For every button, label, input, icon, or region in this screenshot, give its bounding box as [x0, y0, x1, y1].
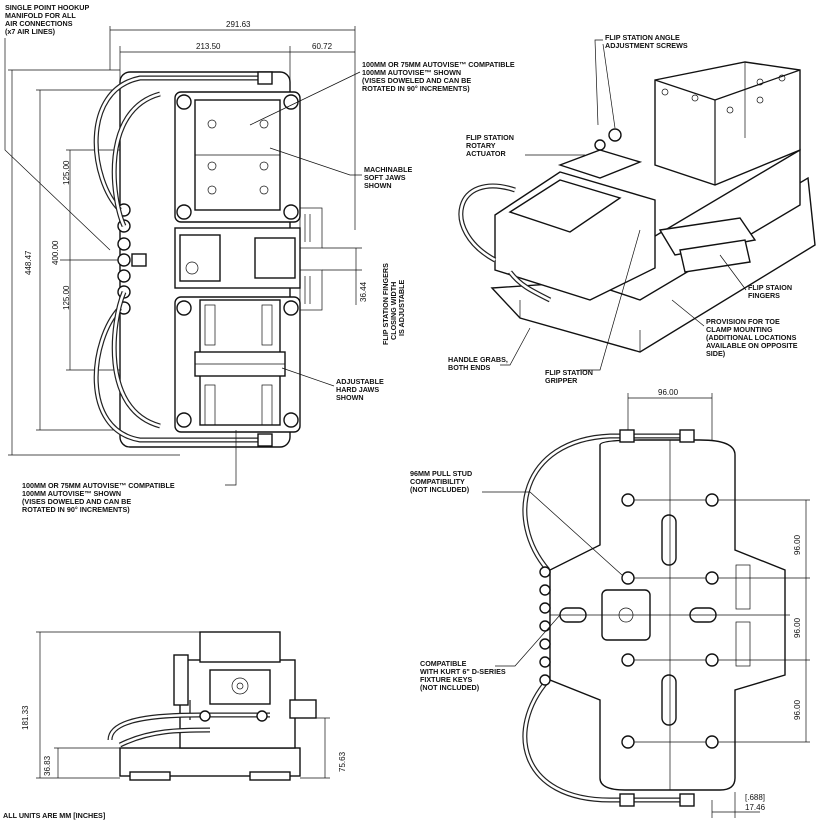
svg-text:AIR CONNECTIONS: AIR CONNECTIONS — [5, 19, 73, 28]
svg-text:SHOWN: SHOWN — [336, 393, 364, 402]
svg-text:PROVISION FOR TOE: PROVISION FOR TOE — [706, 317, 780, 326]
callout-vise-bottom: 100MM OR 75MM AUTOVISE™ COMPATIBLE 100MM… — [22, 430, 237, 514]
dim-plate-r1: 96.00 — [793, 534, 802, 555]
side-view: 181.33 36.83 75.63 — [21, 631, 347, 781]
callout-vise-top: 100MM OR 75MM AUTOVISE™ COMPATIBLE 100MM… — [249, 60, 515, 126]
svg-text:IS ADJUSTABLE: IS ADJUSTABLE — [397, 279, 406, 336]
callout-fingers-width: FLIP STATION FINGERS CLOSING WIDTH IS AD… — [381, 263, 406, 345]
svg-text:MACHINABLE: MACHINABLE — [364, 165, 413, 174]
svg-text:SIDE): SIDE) — [706, 349, 726, 358]
svg-text:100MM AUTOVISE™ SHOWN: 100MM AUTOVISE™ SHOWN — [362, 68, 461, 77]
dim-finger-gap: 36.44 — [359, 281, 368, 302]
svg-text:SHOWN: SHOWN — [364, 181, 392, 190]
svg-text:96MM PULL STUD: 96MM PULL STUD — [410, 469, 472, 478]
dim-offset-right: 60.72 — [312, 42, 333, 51]
svg-text:FINGERS: FINGERS — [748, 291, 780, 300]
callout-toe-clamp: PROVISION FOR TOE CLAMP MOUNTING (ADDITI… — [671, 299, 798, 358]
dim-plate-edge-mm: 17.46 — [745, 803, 766, 812]
svg-text:FIXTURE KEYS: FIXTURE KEYS — [420, 675, 473, 684]
svg-text:100MM AUTOVISE™ SHOWN: 100MM AUTOVISE™ SHOWN — [22, 489, 121, 498]
dim-plate-r3: 96.00 — [793, 699, 802, 720]
dim-overall-width: 291.63 — [226, 20, 251, 29]
callout-flip-fingers: FLIP STAION FINGERS — [719, 254, 792, 300]
isometric-view: FLIP STATION ANGLE ADJUSTMENT SCREWS FLI… — [448, 33, 816, 385]
svg-text:FLIP STATION ANGLE: FLIP STATION ANGLE — [605, 33, 680, 42]
plan-view: 291.63 213.50 60.72 448.47 400.00 125.00… — [4, 3, 515, 514]
svg-text:100MM OR 75MM AUTOVISE™ COMPAT: 100MM OR 75MM AUTOVISE™ COMPATIBLE — [362, 60, 515, 69]
callout-rotary-actuator: FLIP STATION ROTARY ACTUATOR — [466, 133, 585, 158]
dim-half-upper: 125.00 — [62, 160, 71, 185]
svg-text:AVAILABLE ON OPPOSITE: AVAILABLE ON OPPOSITE — [706, 341, 798, 350]
svg-text:MANIFOLD FOR ALL: MANIFOLD FOR ALL — [5, 11, 76, 20]
dim-plate-edge-in: [.688] — [745, 793, 765, 802]
svg-text:BOTH ENDS: BOTH ENDS — [448, 363, 491, 372]
svg-text:100MM OR 75MM AUTOVISE™ COMPAT: 100MM OR 75MM AUTOVISE™ COMPATIBLE — [22, 481, 175, 490]
svg-text:(x7 AIR LINES): (x7 AIR LINES) — [5, 27, 56, 36]
svg-text:COMPATIBILITY: COMPATIBILITY — [410, 477, 465, 486]
units-note: ALL UNITS ARE MM [INCHES] — [3, 811, 105, 820]
dim-overall-height: 448.47 — [24, 250, 33, 275]
svg-text:ROTATED IN 90° INCREMENTS): ROTATED IN 90° INCREMENTS) — [22, 505, 130, 514]
svg-text:ACTUATOR: ACTUATOR — [466, 149, 506, 158]
svg-text:HANDLE GRABS,: HANDLE GRABS, — [448, 355, 508, 364]
svg-text:HARD JAWS: HARD JAWS — [336, 385, 379, 394]
svg-text:COMPATIBLE: COMPATIBLE — [420, 659, 467, 668]
svg-text:SINGLE POINT HOOKUP: SINGLE POINT HOOKUP — [5, 3, 89, 12]
svg-text:FLIP STATION FINGERS: FLIP STATION FINGERS — [381, 263, 390, 345]
dim-side-base: 36.83 — [43, 755, 52, 776]
iso-fingers — [658, 217, 757, 256]
callout-pull-stud: 96MM PULL STUD COMPATIBILITY (NOT INCLUD… — [410, 469, 623, 576]
callout-hookup: SINGLE POINT HOOKUP MANIFOLD FOR ALL AIR… — [4, 3, 111, 251]
callout-angle-screws: FLIP STATION ANGLE ADJUSTMENT SCREWS — [594, 33, 688, 129]
dim-plate-top: 96.00 — [658, 388, 679, 397]
svg-text:ROTARY: ROTARY — [466, 141, 496, 150]
svg-text:CLAMP MOUNTING: CLAMP MOUNTING — [706, 325, 773, 334]
svg-text:SOFT JAWS: SOFT JAWS — [364, 173, 406, 182]
svg-text:FLIP STATION: FLIP STATION — [466, 133, 514, 142]
dim-half-lower: 125.00 — [62, 285, 71, 310]
svg-text:ROTATED IN 90° INCREMENTS): ROTATED IN 90° INCREMENTS) — [362, 84, 470, 93]
svg-text:WITH KURT 6" D-SERIES: WITH KURT 6" D-SERIES — [420, 667, 506, 676]
callout-fixture-keys: COMPATIBLE WITH KURT 6" D-SERIES FIXTURE… — [420, 614, 561, 692]
dim-vise-width: 213.50 — [196, 42, 221, 51]
svg-text:FLIP STATION: FLIP STATION — [545, 368, 593, 377]
svg-text:(VISES DOWELED AND CAN BE: (VISES DOWELED AND CAN BE — [362, 76, 471, 85]
dim-side-height: 181.33 — [21, 705, 30, 730]
plate-view: 96.00 96.00 96.00 96.00 — [410, 388, 810, 818]
dim-side-mid: 75.63 — [338, 751, 347, 772]
svg-text:(NOT INCLUDED): (NOT INCLUDED) — [420, 683, 480, 692]
svg-text:(VISES DOWELED AND CAN BE: (VISES DOWELED AND CAN BE — [22, 497, 131, 506]
dim-inner-height: 400.00 — [51, 240, 60, 265]
svg-text:CLOSING WIDTH: CLOSING WIDTH — [389, 282, 398, 340]
callout-handle-grabs: HANDLE GRABS, BOTH ENDS — [448, 327, 531, 372]
callout-soft-jaws: MACHINABLE SOFT JAWS SHOWN — [269, 147, 413, 190]
svg-text:FLIP STAION: FLIP STAION — [748, 283, 792, 292]
svg-text:(NOT INCLUDED): (NOT INCLUDED) — [410, 485, 470, 494]
svg-text:ADJUSTABLE: ADJUSTABLE — [336, 377, 384, 386]
callout-gripper: FLIP STATION GRIPPER — [545, 229, 641, 385]
svg-text:GRIPPER: GRIPPER — [545, 376, 578, 385]
svg-text:(ADDITIONAL LOCATIONS: (ADDITIONAL LOCATIONS — [706, 333, 797, 342]
callout-hard-jaws: ADJUSTABLE HARD JAWS SHOWN — [281, 367, 384, 402]
dim-plate-r2: 96.00 — [793, 617, 802, 638]
svg-text:ADJUSTMENT SCREWS: ADJUSTMENT SCREWS — [605, 41, 688, 50]
